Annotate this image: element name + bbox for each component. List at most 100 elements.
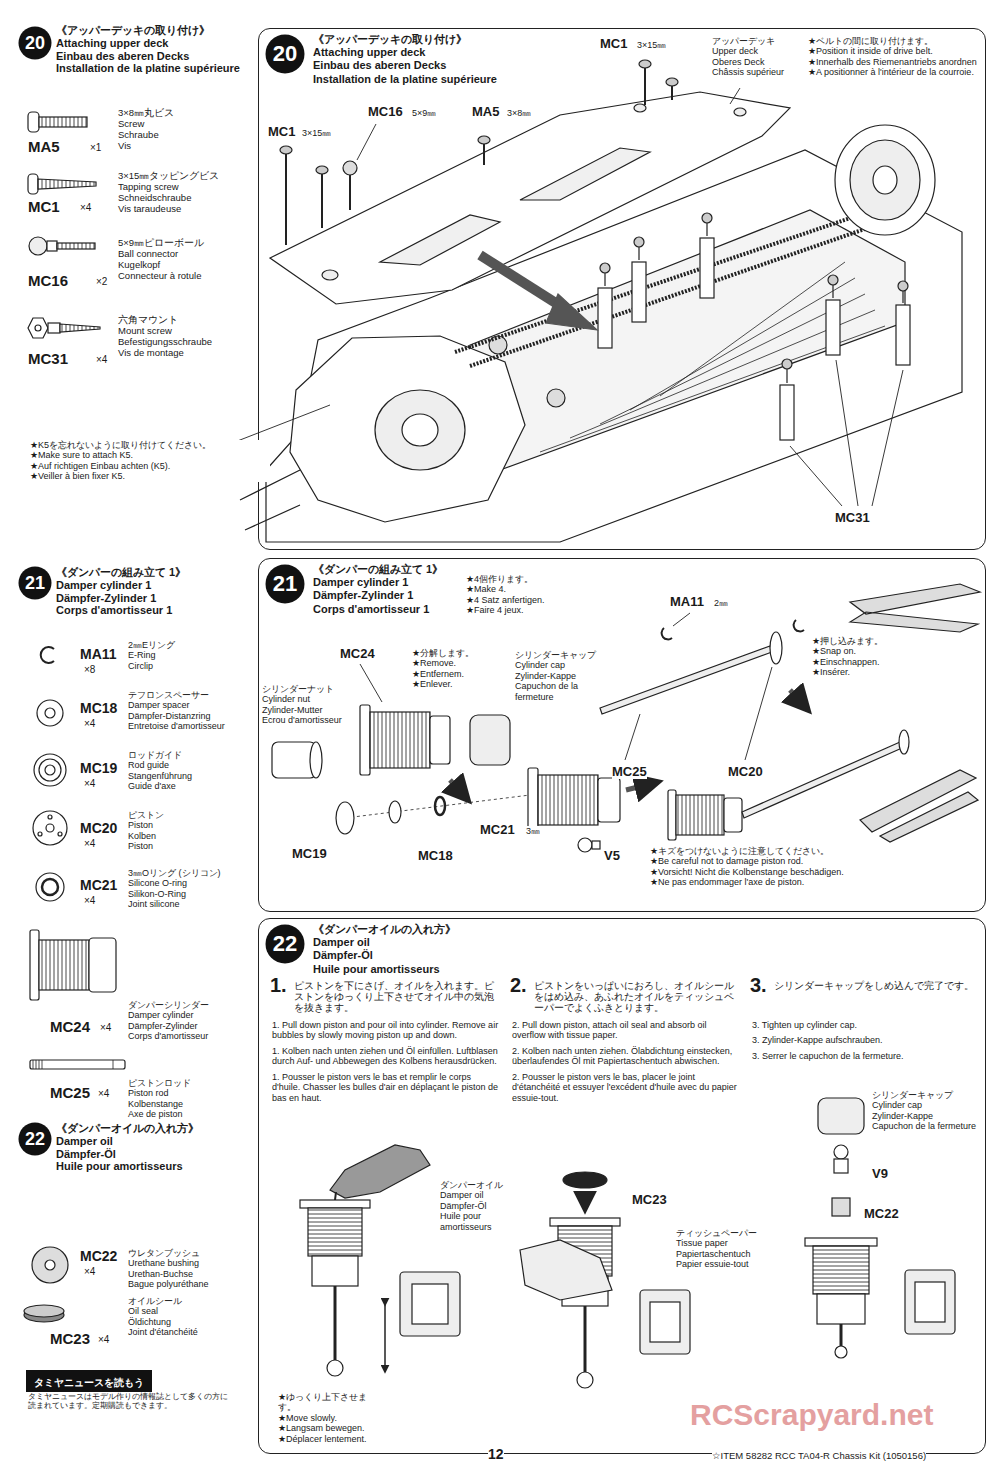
circle-shape [19,567,52,600]
label-group: MA11 [670,594,704,609]
part-code: MC16 [28,272,68,289]
label-text: Tapping screw [118,181,253,192]
step-number-circle: 20 [265,34,305,74]
chassis-drawing [349,175,351,210]
label-text: Zylinder-Kappe [515,671,613,681]
label-group: 2. [510,974,527,997]
label-group: ×4 [80,202,91,214]
part-code: MA5 [28,138,60,155]
circle-shape [266,565,305,604]
label-text: Vis [118,140,253,151]
label-group: 3×15㎜ [302,128,331,138]
label-group: ★ゆっくり上下させます。★Move slowly.★Langsam bewege… [278,1392,368,1444]
step-heading: Einbau des aberen Decks [313,59,497,72]
part-code: MC18 [418,848,453,863]
label-group: ×4 [98,1334,109,1346]
label-group: 3×8㎜丸ビスScrewSchraubeVis [118,107,253,151]
label-group: MA11 [80,646,117,662]
chassis-drawing [634,104,646,112]
label-group: MC22 [80,1248,117,1264]
damper-assembly-drawing [742,742,902,818]
label-text: 5×9㎜ピローボール [118,237,253,248]
chassis-drawing [634,237,644,247]
parts-icons [48,815,52,819]
parts-icons [35,325,41,331]
part-code: MC16 [368,104,403,119]
label-text: ★4 Satz anfertigen. [466,595,616,605]
label-text: ピストン [128,810,253,820]
label-group: ★ベルトの間に取り付けます。★Position it inside of dri… [808,36,982,78]
label-text: ★Vorsicht! Nicht die Kolbenstange beschä… [650,867,980,877]
label-text: Attaching upper deck [56,37,251,50]
damper-oil-drawing [584,1306,587,1372]
label-text: ピストンを下にさげ、オイルを入れます。ピストンをゆっくり上下させてオイル中の気泡… [294,980,499,1013]
label-text: 2. Pousser le piston vers le bas, placer… [512,1072,740,1103]
step-number: 21 [25,574,45,592]
label-group: ×4 [98,1088,109,1100]
part-code: MC20 [80,820,117,836]
label-text: Schraube [118,129,253,140]
damper-oil-drawing [905,1270,955,1334]
damper-assembly-drawing [600,646,772,714]
label-group: 2㎜ [714,598,728,608]
label-text: Vis de montage [118,347,253,358]
label-text: ★Veiller à bien fixer K5. [30,471,270,481]
label-text: E-Ring [128,650,253,660]
label-text: ★Insérer. [812,667,932,677]
circle-shape [266,925,305,964]
parts-icons [41,647,54,663]
damper-oil-drawing [300,1200,370,1208]
label-text: Capuchon de la fermeture [872,1121,977,1131]
label-text: 2. Kolben nach unten ziehen. Ölabdichtun… [512,1046,740,1067]
label-text: ☆ITEM 58282 RCC TA04-R Chassis Kit (1050… [712,1450,926,1461]
label-group: V9 [872,1166,888,1181]
label-group: MC31 [835,510,870,525]
chassis-drawing [700,238,714,298]
chassis-drawing [605,222,903,383]
label-text: ×4 [84,778,95,790]
chassis-drawing [826,300,840,355]
label-group: MC18 [80,700,117,716]
chassis-drawing [316,166,328,174]
step-number: 1. [270,974,287,997]
label-text: 3×8㎜丸ビス [118,107,253,118]
damper-assembly-drawing [592,841,600,849]
step-number: 20 [273,43,297,65]
chassis-drawing [380,148,650,265]
label-text: 3×15㎜タッピングビス [118,170,253,181]
part-code: MA11 [80,646,117,662]
label-text: 《ダンパーの組み立て 1》 [56,566,251,579]
label-group: MC18 [418,848,453,863]
parts-icons [33,1060,113,1069]
chassis-drawing [286,64,672,245]
news-banner: タミヤニュースを読もう [26,1370,152,1392]
label-text: ×8 [84,664,95,676]
label-text: Damper spacer [128,700,253,710]
label-text: Oberes Deck [712,57,804,67]
parts-icons [28,318,48,338]
label-group: ダンパーシリンダーDamper cylinderDämpfer-Zylinder… [128,1000,253,1042]
chassis-drawing [828,275,838,285]
chassis-drawing [873,166,897,194]
damper-assembly-drawing [538,775,598,825]
label-text: ★Entfernem. [412,669,507,679]
part-code: MC21 [80,877,117,893]
label-group: オイルシールOil sealÖldichtungJoint d'étanchéi… [128,1296,253,1338]
label-group: 3×15㎜ [637,40,666,50]
label-text: Corps d'amortisseur [128,1031,253,1041]
label-text: シリンダーキャップ [872,1090,977,1100]
label-group: アッパーデッキUpper deckOberes DeckChâssis supé… [712,36,804,78]
label-text: 2㎜Eリング [128,640,253,650]
label-group: MC19 [292,846,327,861]
label-group: MC25 [612,764,647,779]
damper-assembly-drawing [578,838,592,852]
label-text: ★Make sure to attach K5. [30,450,270,460]
label-text: ×4 [84,718,95,730]
label-text: ★A positionner à l'intérieur de la courr… [808,67,982,77]
label-text: Ecrou d'amortisseur [262,715,354,725]
label-group: ★4個作ります。★Make 4.★4 Satz anfertigen.★Fair… [466,574,616,616]
chassis-drawing [639,60,651,68]
damper-assembly-drawing [450,780,468,800]
step-heading: Attaching upper deck [313,46,497,59]
part-code: MC25 [50,1084,90,1101]
